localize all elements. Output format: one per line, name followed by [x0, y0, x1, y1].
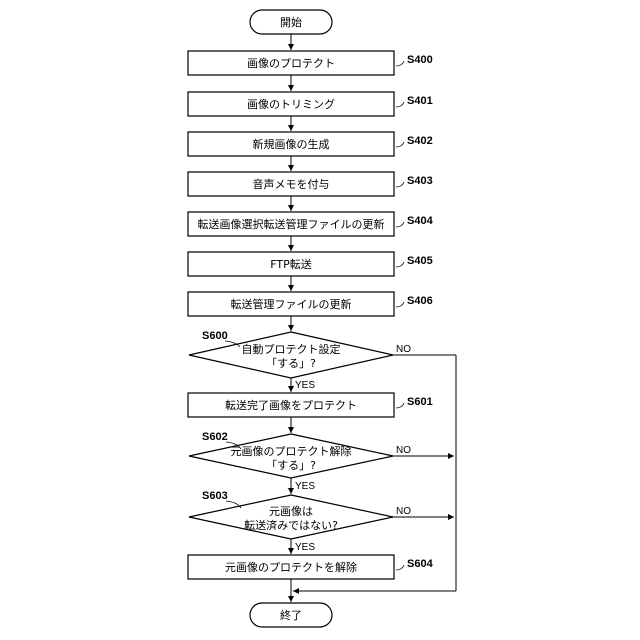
no-label: NO: [396, 344, 411, 355]
step-id-label: S604: [407, 558, 434, 570]
decision-id-label: S600: [202, 330, 228, 342]
step-text: 音声メモを付与: [253, 177, 330, 191]
process-step-s401: 画像のトリミング S401: [188, 92, 433, 116]
callout-leader: [396, 403, 404, 408]
decision-text-line1: 元画像は: [269, 505, 313, 518]
step-text: 転送管理ファイルの更新: [231, 297, 352, 311]
start-terminal: 開始: [250, 10, 332, 34]
step-text: 新規画像の生成: [253, 137, 330, 151]
step-text: 画像のプロテクト: [247, 57, 335, 70]
decision-s603: 元画像は 転送済みではない? S603: [189, 490, 393, 539]
step-id-label: S404: [407, 215, 434, 227]
step-text: 転送画像選択転送管理ファイルの更新: [198, 217, 385, 231]
callout-leader: [396, 565, 404, 570]
process-step-s601: 転送完了画像をプロテクト S601: [188, 393, 433, 417]
process-step-s604: 元画像のプロテクトを解除 S604: [188, 555, 434, 579]
decision-text-line2: 転送済みではない?: [244, 518, 338, 532]
step-id-label: S402: [407, 135, 433, 147]
callout-leader: [396, 61, 404, 66]
process-step-s402: 新規画像の生成 S402: [188, 132, 433, 156]
step-id-label: S400: [407, 54, 433, 66]
step-text: 元画像のプロテクトを解除: [225, 560, 357, 574]
callout-leader: [396, 182, 404, 187]
decision-id-label: S603: [202, 490, 228, 502]
step-id-label: S601: [407, 396, 433, 408]
callout-leader: [396, 102, 404, 107]
step-id-label: S405: [407, 255, 433, 267]
decision-text-line1: 元画像のプロテクト解除: [231, 444, 352, 458]
step-id-label: S403: [407, 175, 433, 187]
process-step-s404: 転送画像選択転送管理ファイルの更新 S404: [188, 212, 434, 236]
yes-label: YES: [295, 380, 315, 391]
decision-id-label: S602: [202, 431, 228, 443]
callout-leader: [396, 262, 404, 267]
process-step-s405: FTP転送 S405: [188, 252, 433, 276]
step-id-label: S406: [407, 295, 433, 307]
start-label: 開始: [280, 15, 302, 29]
step-id-label: S401: [407, 95, 433, 107]
process-step-s406: 転送管理ファイルの更新 S406: [188, 292, 433, 316]
end-label: 終了: [280, 608, 302, 622]
step-text: 転送完了画像をプロテクト: [225, 398, 357, 412]
decision-s600: 自動プロテクト設定 「する」? S600: [189, 330, 393, 378]
no-label: NO: [396, 445, 411, 456]
callout-leader: [396, 222, 404, 227]
yes-label: YES: [295, 481, 315, 492]
process-step-s400: 画像のプロテクト S400: [188, 51, 433, 75]
end-terminal: 終了: [250, 603, 332, 627]
callout-leader: [396, 302, 404, 307]
decision-text-line2: 「する」?: [266, 459, 316, 472]
step-text: FTP転送: [270, 257, 312, 271]
process-step-s403: 音声メモを付与 S403: [188, 172, 433, 196]
yes-label: YES: [295, 542, 315, 553]
decision-text-line1: 自動プロテクト設定: [242, 342, 341, 356]
step-text: 画像のトリミング: [247, 97, 335, 111]
decision-s602: 元画像のプロテクト解除 「する」? S602: [189, 431, 393, 478]
no-label: NO: [396, 506, 411, 517]
callout-leader: [396, 142, 404, 147]
decision-text-line2: 「する」?: [266, 357, 316, 370]
